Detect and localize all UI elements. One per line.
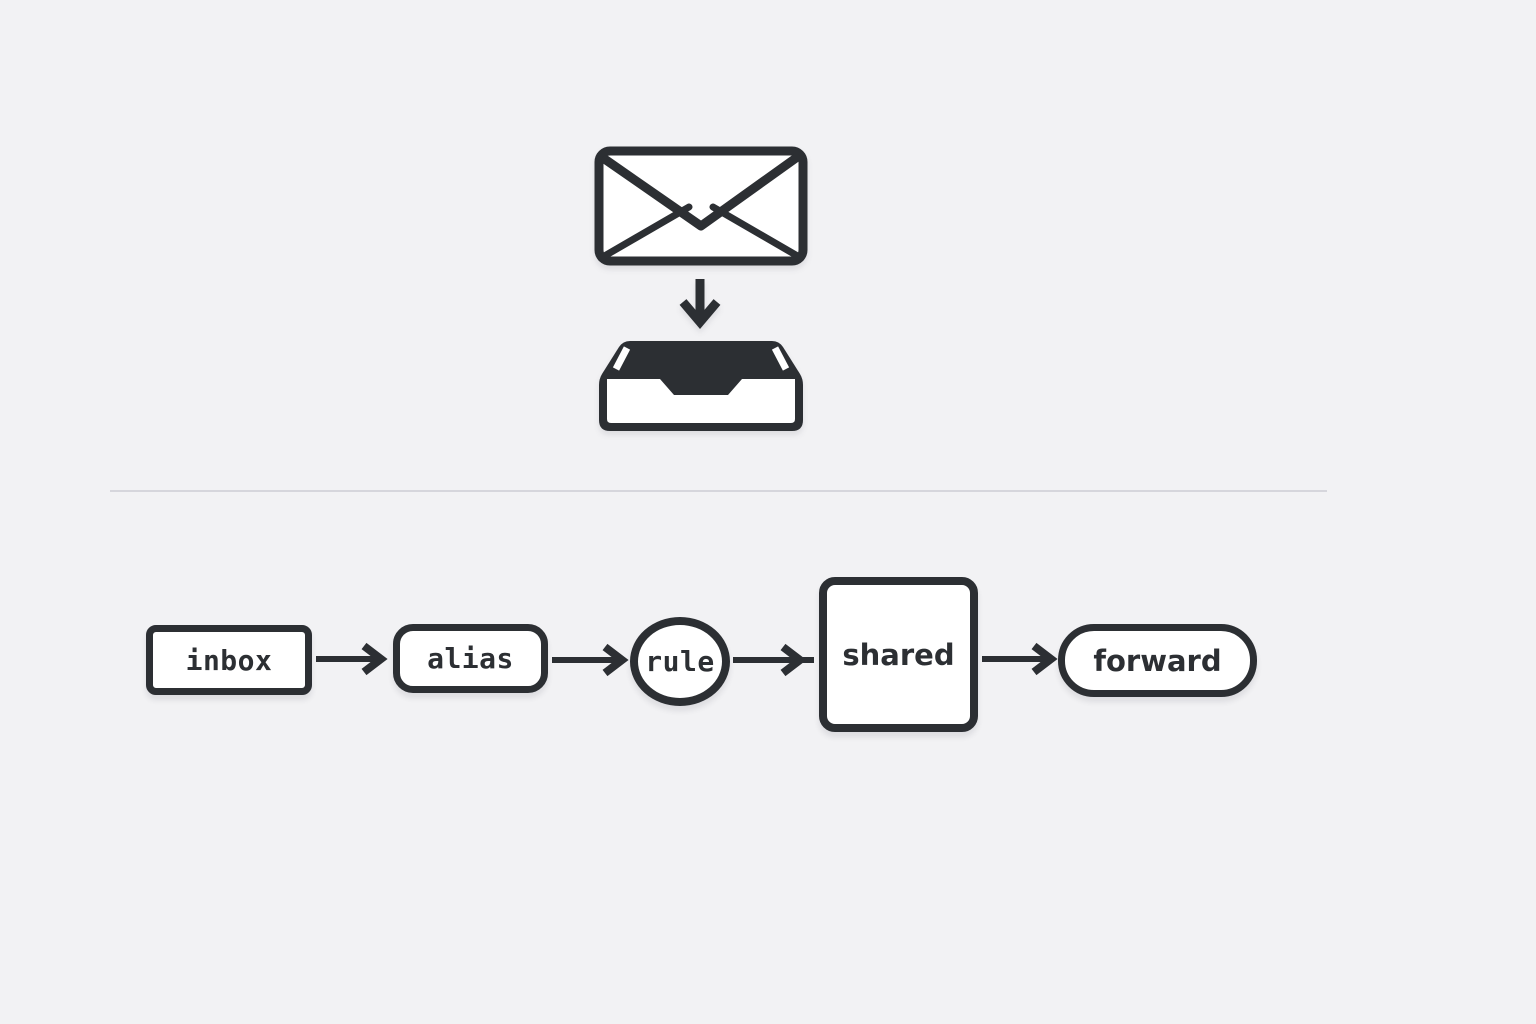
divider <box>110 490 1327 492</box>
arrow-rule-to-shared <box>733 643 814 677</box>
flow-node-shared-label: shared <box>842 637 955 672</box>
flow-node-inbox: inbox <box>146 625 312 695</box>
flow-node-shared: shared <box>819 577 978 732</box>
flow-node-rule: rule <box>630 617 730 706</box>
envelope-icon <box>594 146 808 266</box>
flow-node-forward: forward <box>1058 624 1257 697</box>
arrow-alias-to-rule <box>552 643 629 677</box>
arrow-shared-to-forward <box>982 642 1058 676</box>
flow-node-alias-label: alias <box>427 642 514 675</box>
inbox-tray-icon <box>599 341 803 431</box>
flow-node-rule-label: rule <box>645 645 715 678</box>
flow-node-alias: alias <box>393 624 548 693</box>
flow-node-forward-label: forward <box>1093 643 1222 678</box>
flow-node-inbox-label: inbox <box>185 643 273 677</box>
arrow-down-icon <box>679 279 721 329</box>
arrow-inbox-to-alias <box>316 642 388 676</box>
